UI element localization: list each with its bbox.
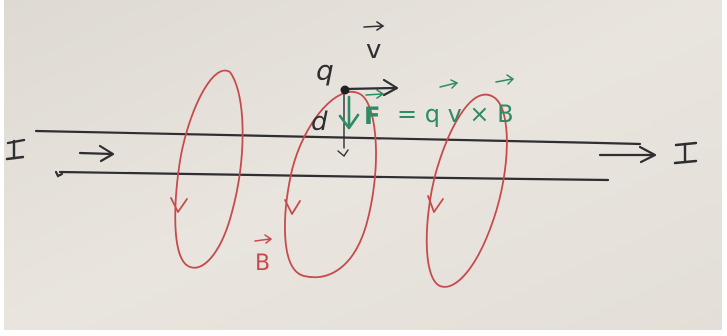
current-label-right [673, 141, 698, 165]
field-loops [170, 69, 508, 288]
field-loop-left-arrow [170, 197, 188, 213]
field-loop-right [425, 93, 508, 288]
force-equation: = q v × B [397, 100, 514, 128]
velocity-arrow [343, 78, 399, 97]
current-arrows [78, 144, 657, 164]
velocity-vector-mark [363, 21, 385, 31]
field-loop-left [174, 69, 244, 269]
field-vector-mark [254, 234, 273, 244]
wire-upper-line [34, 129, 642, 146]
field-loop-middle [284, 91, 377, 279]
charge-label: q [316, 54, 334, 87]
charge-dot [340, 85, 350, 95]
paper-surface [4, 0, 722, 330]
wire-lower-line [58, 170, 610, 182]
force-arrow [338, 95, 360, 130]
field-loop-right-arrow [427, 195, 444, 213]
field-loop-middle-arrow [284, 199, 301, 215]
arrow-right-icon [78, 144, 115, 163]
wire [34, 129, 642, 182]
velocity-label: v [366, 35, 381, 65]
equation-vector-marks [439, 74, 515, 89]
field-label: B [255, 251, 270, 276]
wire-end-mark [54, 170, 64, 178]
arrow-right-icon [598, 145, 657, 164]
current-label-left [5, 138, 26, 161]
force-symbol: F [364, 102, 380, 130]
distance-label: d [311, 107, 328, 137]
force-vector-mark [365, 89, 385, 99]
